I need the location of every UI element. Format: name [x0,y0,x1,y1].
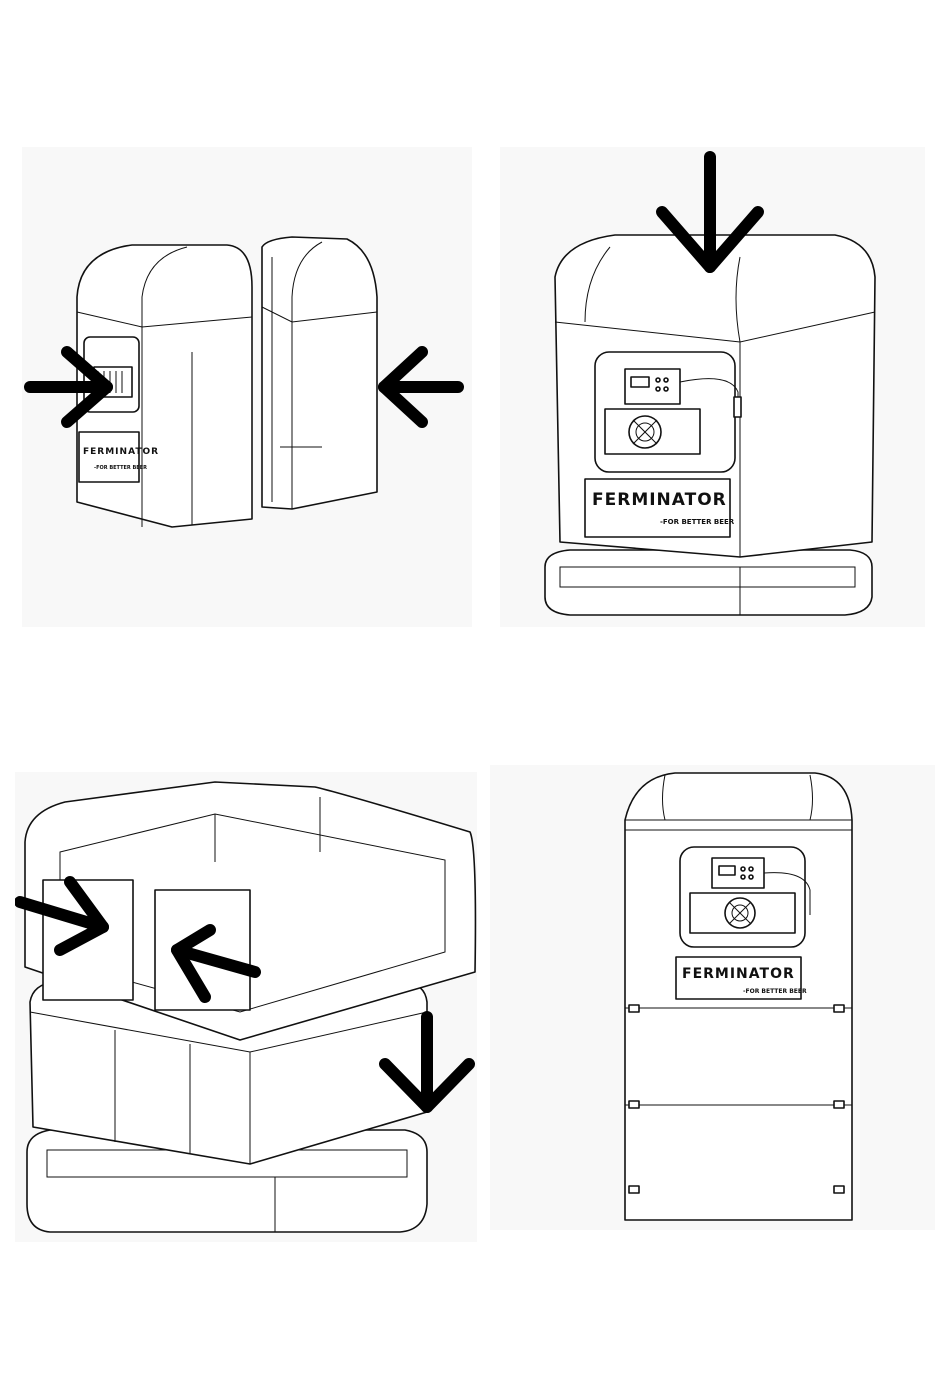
step-2-tagline: -FOR BETTER BEER [660,518,735,526]
assembled-unit: FERMINATOR -FOR BETTER BEER [555,235,875,557]
controller-display [631,377,649,387]
step-4-tagline: -FOR BETTER BEER [743,988,807,995]
step-3-panel [15,772,477,1242]
step-1-panel: FERMINATOR -FOR BETTER BEER [22,147,472,627]
assembled-front-view: FERMINATOR -FOR BETTER BEER [625,773,852,1220]
push-left-arrow-icon [384,352,458,422]
step-4-panel: FERMINATOR -FOR BETTER BEER [490,765,935,1230]
step-2-logo-text: FERMINATOR [592,490,727,510]
step-4-illustration: FERMINATOR -FOR BETTER BEER [490,765,935,1230]
step-2-illustration: FERMINATOR -FOR BETTER BEER [500,147,925,627]
base-tray [545,550,872,615]
step-1-illustration: FERMINATOR -FOR BETTER BEER [22,147,472,627]
step-3-illustration [15,772,477,1242]
left-half-logo-plate [79,432,139,482]
left-half-logo-text: FERMINATOR [83,447,159,457]
right-half-unit [262,237,377,509]
step-4-logo-text: FERMINATOR [682,966,795,982]
step-2-panel: FERMINATOR -FOR BETTER BEER [500,147,925,627]
left-half-tagline: -FOR BETTER BEER [94,465,147,471]
